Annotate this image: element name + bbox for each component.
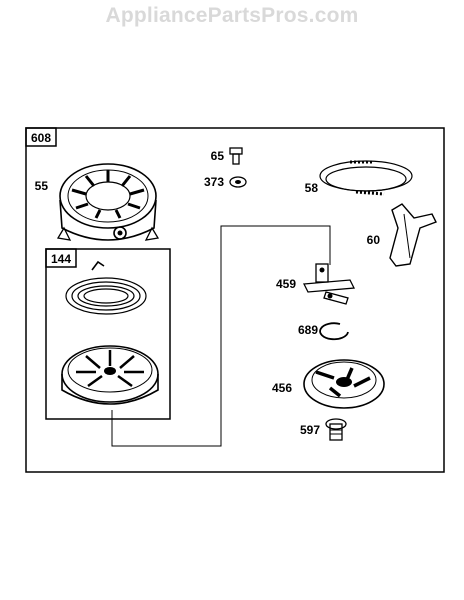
subassembly-label: 144	[51, 252, 71, 266]
assembly-frame	[25, 127, 445, 473]
part-label-60: 60	[367, 233, 381, 247]
pawl-part	[302, 263, 356, 305]
blower-housing-part	[56, 163, 160, 241]
starter-rope-part	[319, 160, 413, 196]
pulley-part	[61, 345, 159, 405]
part-label-55: 55	[35, 179, 49, 193]
part-label-689: 689	[298, 323, 318, 337]
rewind-spring-part	[65, 260, 147, 315]
part-label-373: 373	[204, 175, 224, 189]
starter-handle-part	[389, 203, 437, 267]
retaining-ring-part	[319, 322, 349, 341]
screw-part	[229, 147, 243, 165]
nut-part	[229, 176, 247, 188]
starter-cup-part	[303, 359, 385, 409]
shoulder-bolt-part	[325, 418, 347, 441]
subassembly-label-box	[45, 248, 77, 268]
connector-line	[111, 225, 331, 447]
part-label-459: 459	[276, 277, 296, 291]
site-watermark: AppliancePartsPros.com	[105, 4, 359, 27]
subassembly-frame	[45, 248, 171, 420]
assembly-label-box	[25, 127, 57, 147]
part-label-456: 456	[272, 381, 292, 395]
part-label-58: 58	[305, 181, 319, 195]
assembly-label: 608	[31, 131, 51, 145]
part-label-597: 597	[300, 423, 320, 437]
part-label-65: 65	[211, 149, 225, 163]
